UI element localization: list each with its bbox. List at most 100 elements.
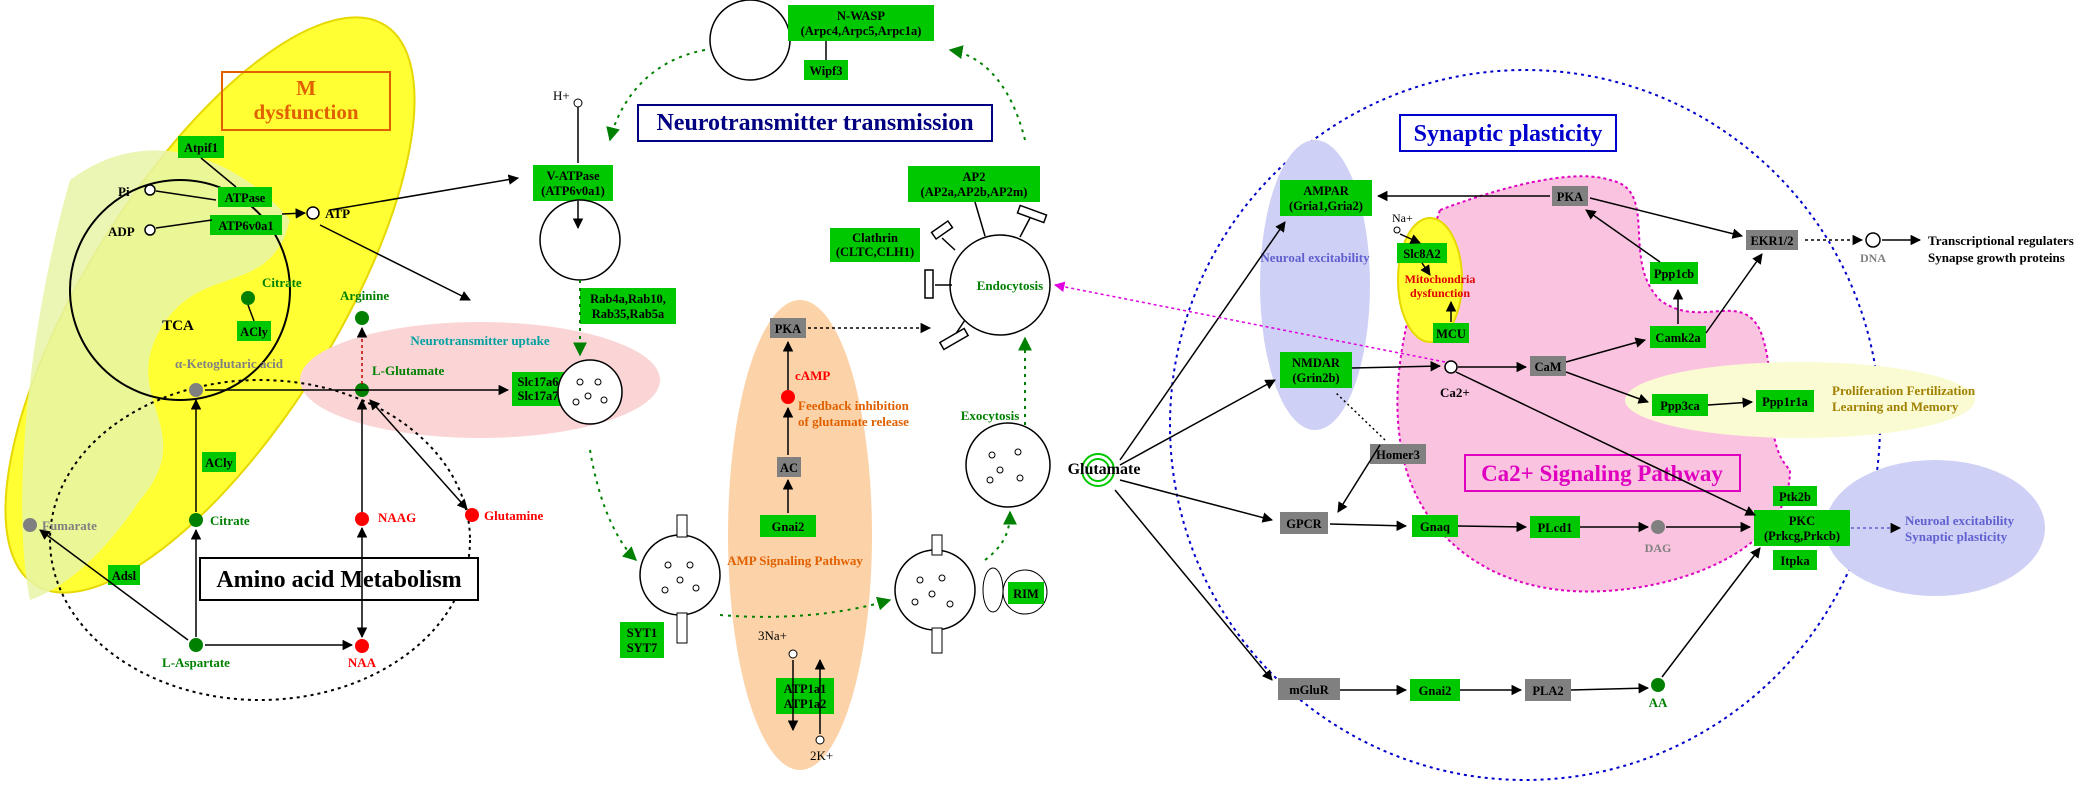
svg-text:Itpka: Itpka: [1780, 554, 1810, 568]
svg-text:Wipf3: Wipf3: [809, 64, 842, 78]
exocytosis-vesicle: [965, 422, 1051, 508]
ca2-label: Ca2+: [1440, 385, 1470, 400]
box-cam: CaM: [1530, 356, 1566, 376]
box-gnai2-left: Gnai2: [760, 515, 816, 537]
tca-label: TCA: [162, 318, 194, 334]
amino-title: Amino acid Metabolism: [216, 567, 461, 593]
na-plus-label: Na+: [1392, 211, 1413, 225]
box-vatpase: V-ATPase(ATP6v0a1): [533, 165, 613, 201]
svg-text:AC: AC: [780, 461, 798, 475]
box-gnaq: Gnaq: [1412, 515, 1458, 537]
tca-cycle: [69, 179, 291, 401]
svg-text:NMDAR(Grin2b): NMDAR(Grin2b): [1292, 356, 1341, 385]
svg-text:Gnaq: Gnaq: [1420, 520, 1450, 534]
aa-label: AA: [1649, 695, 1668, 710]
box-itpka: Itpka: [1773, 550, 1817, 570]
box-ampar: AMPAR(Gria1,Gria2): [1280, 180, 1372, 216]
camp-label: cAMP: [795, 368, 830, 383]
adp-node: [144, 224, 156, 236]
arginine-label: Arginine: [340, 288, 389, 303]
box-atpase: ATPase: [218, 187, 272, 207]
box-gpcr: GPCR: [1280, 512, 1328, 534]
naa-node: [355, 639, 369, 653]
exocytosis-label: Exocytosis: [961, 408, 1020, 423]
svg-text:Ptk2b: Ptk2b: [1779, 490, 1811, 504]
box-homer3: Homer3: [1370, 444, 1426, 464]
citrate-top-node: [241, 291, 255, 305]
neuro-uptake-label: Neurotransmitter uptake: [410, 333, 549, 348]
ca-title: Ca2+ Signaling Pathway: [1481, 461, 1723, 486]
docked-vesicle: [894, 549, 976, 631]
exo-vesicle-dots: [986, 448, 1024, 484]
svg-text:PKC(Prkcg,Prkcb): PKC(Prkcg,Prkcb): [1764, 514, 1840, 543]
svg-text:Ppp1r1a: Ppp1r1a: [1762, 395, 1809, 409]
box-ppp1r1a: Ppp1r1a: [1756, 390, 1814, 412]
naa-label: NAA: [348, 655, 377, 670]
left-arrows: [39, 157, 520, 651]
lglu-label: L-Glutamate: [372, 363, 444, 378]
box-ppp3ca: Ppp3ca: [1652, 394, 1708, 416]
svg-text:CaM: CaM: [1534, 360, 1561, 374]
right-arrows: [1114, 190, 1922, 696]
svg-text:AP2(AP2a,AP2b,AP2m): AP2(AP2a,AP2b,AP2m): [921, 170, 1028, 199]
svg-text:GPCR: GPCR: [1286, 517, 1322, 531]
ca-to-endo-magenta: [1053, 281, 1446, 363]
box-slc8a2: Slc8A2: [1397, 243, 1447, 263]
docked-side-oval: [982, 567, 1004, 613]
svg-text:Homer3: Homer3: [1376, 448, 1420, 462]
box-atp6v0a1: ATP6v0a1: [210, 215, 282, 235]
box-acly-mid: ACly: [202, 452, 236, 472]
amino-acid-region: [49, 379, 471, 701]
box-pka-left: PKA: [770, 318, 806, 338]
pi-node: [144, 184, 156, 196]
ca-title-box: [1464, 454, 1741, 492]
hplus-node: [573, 98, 583, 108]
slc17-vesicle: [557, 359, 623, 425]
amp-pathway-label: AMP Signaling Pathway: [727, 553, 863, 568]
docked-vesicle-dots: [911, 574, 954, 608]
naag-label: NAAG: [378, 510, 416, 525]
laspartate-node: [189, 638, 203, 652]
box-mcu: MCU: [1433, 323, 1469, 343]
svg-text:Rab4a,Rab10,Rab35,Rab5a: Rab4a,Rab10,Rab35,Rab5a: [590, 292, 666, 321]
pi-label: Pi: [118, 184, 130, 199]
box-plcd1: PLcd1: [1530, 516, 1580, 538]
svg-text:PKA: PKA: [1557, 190, 1583, 204]
box-rim: RIM: [1008, 582, 1044, 604]
slc17-vesicle-dots: [572, 378, 608, 406]
box-atpif1: Atpif1: [178, 136, 224, 158]
camp-node: [781, 390, 795, 404]
box-acly-top: ACly: [237, 321, 271, 341]
citrate-mid-node: [189, 513, 203, 527]
citrate-mid-label: Citrate: [210, 513, 250, 528]
svg-text:RIM: RIM: [1013, 587, 1039, 601]
dag-label: DAG: [1645, 541, 1672, 555]
box-adsl: Adsl: [108, 565, 140, 585]
dag-node: [1651, 520, 1665, 534]
k2-node: [815, 735, 825, 745]
nwasp-vesicle: [709, 0, 791, 81]
na-plus-node: [1393, 226, 1401, 234]
box-wipf3: Wipf3: [804, 60, 848, 80]
akg-label: α-Ketoglutaric acid: [175, 356, 284, 371]
box-pla2: PLA2: [1525, 679, 1571, 701]
neuro-title-box: [637, 104, 993, 142]
svg-text:EKR1/2: EKR1/2: [1750, 234, 1793, 248]
glutamine-label: Glutamine: [484, 508, 543, 523]
svg-text:PLA2: PLA2: [1532, 684, 1563, 698]
box-ap2: AP2(AP2a,AP2b,AP2m): [908, 166, 1040, 202]
neuroal-exc-label: Neuroal excitability: [1260, 250, 1370, 265]
fumarate-node: [23, 518, 37, 532]
neuro-synaptic-region: [1825, 460, 2045, 596]
glutamate-ring-outer: [1081, 453, 1115, 487]
hplus-label: H+: [553, 88, 570, 103]
glutamate-label: Glutamate: [1068, 461, 1141, 478]
